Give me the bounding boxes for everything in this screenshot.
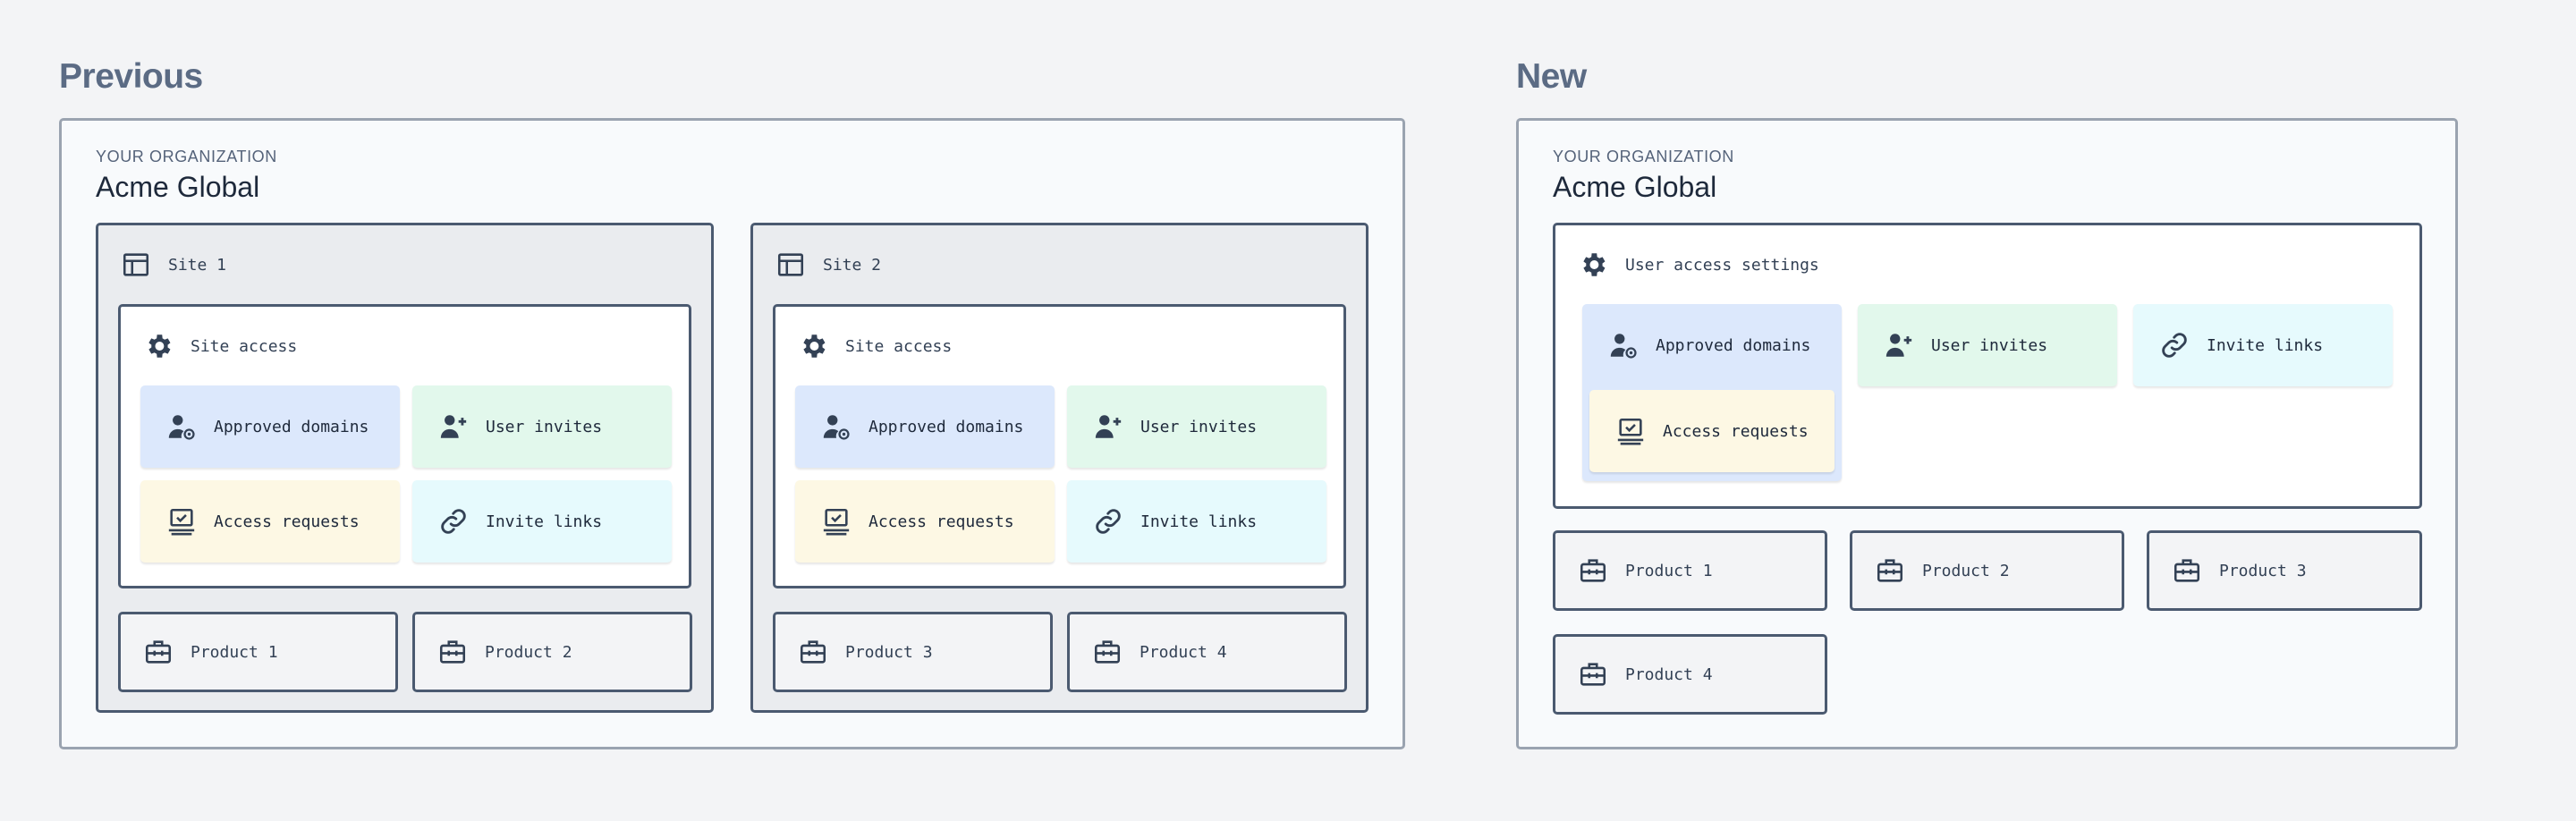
user-invites-tile: User invites <box>412 385 672 468</box>
tile-label: User invites <box>1140 417 1258 436</box>
org-kicker: YOUR ORGANIZATION <box>1553 148 1734 165</box>
access-requests-tile: Access requests <box>140 480 400 563</box>
site-access-header: Site access <box>142 330 297 362</box>
tile-label: Approved domains <box>214 417 369 436</box>
tile-label: User invites <box>1931 335 2048 355</box>
product-label: Product 4 <box>1140 642 1227 662</box>
site-access-box: Site access Approved domains User invite… <box>118 304 691 588</box>
site-2-box: Site 2 Site access Approved domains User… <box>750 223 1368 713</box>
gear-icon <box>1577 249 1609 281</box>
tile-label: Invite links <box>2207 335 2324 355</box>
site-label: Site 1 <box>168 255 227 275</box>
tile-label: Access requests <box>214 512 360 531</box>
site-label: Site 2 <box>823 255 882 275</box>
site-access-header: Site access <box>797 330 952 362</box>
product-box: Product 4 <box>1553 634 1827 715</box>
previous-org-panel: YOUR ORGANIZATION Acme Global Site 1 Sit… <box>59 118 1405 749</box>
site-access-box: Site access Approved domains User invite… <box>773 304 1346 588</box>
briefcase-icon <box>1577 658 1609 690</box>
user-access-settings-header: User access settings <box>1577 249 1819 281</box>
layout-icon <box>120 249 152 281</box>
approved-domains-tile: Approved domains <box>795 385 1055 468</box>
user-access-settings-box: User access settings Approved domains Ac… <box>1553 223 2422 509</box>
previous-heading: Previous <box>59 57 203 96</box>
org-kicker: YOUR ORGANIZATION <box>96 148 277 165</box>
user-plus-icon <box>437 410 470 443</box>
user-at-icon <box>165 410 198 443</box>
new-org-panel: YOUR ORGANIZATION Acme Global User acces… <box>1516 118 2458 749</box>
link-icon <box>437 505 470 537</box>
laptop-check-icon <box>820 505 852 537</box>
user-plus-icon <box>1092 410 1124 443</box>
briefcase-icon <box>1874 554 1906 587</box>
product-box: Product 1 <box>118 612 398 692</box>
laptop-check-icon <box>1614 415 1647 447</box>
product-box: Product 1 <box>1553 530 1827 611</box>
laptop-check-icon <box>165 505 198 537</box>
briefcase-icon <box>142 636 174 668</box>
briefcase-icon <box>436 636 469 668</box>
tile-label: Access requests <box>869 512 1014 531</box>
product-label: Product 1 <box>1625 561 1713 580</box>
product-box: Product 2 <box>1850 530 2124 611</box>
approved-domains-tile: Approved domains Access requests <box>1582 304 1842 481</box>
gear-icon <box>142 330 174 362</box>
layout-icon <box>775 249 807 281</box>
product-box: Product 2 <box>412 612 692 692</box>
invite-links-tile: Invite links <box>1067 480 1326 563</box>
site-1-box: Site 1 Site access Approved domains User… <box>96 223 714 713</box>
product-box: Product 3 <box>2147 530 2422 611</box>
org-name: Acme Global <box>1553 171 1717 203</box>
tile-label: Approved domains <box>1656 335 1811 355</box>
link-icon <box>1092 505 1124 537</box>
link-icon <box>2158 329 2190 361</box>
product-label: Product 3 <box>845 642 933 662</box>
product-label: Product 2 <box>1922 561 2010 580</box>
briefcase-icon <box>1577 554 1609 587</box>
product-label: Product 1 <box>191 642 278 662</box>
site-access-label: Site access <box>845 336 953 356</box>
briefcase-icon <box>2171 554 2203 587</box>
user-at-icon <box>1607 329 1640 361</box>
site-access-label: Site access <box>191 336 298 356</box>
tile-label: Invite links <box>486 512 603 531</box>
tile-label: Invite links <box>1140 512 1258 531</box>
user-plus-icon <box>1883 329 1915 361</box>
user-invites-tile: User invites <box>1067 385 1326 468</box>
org-name: Acme Global <box>96 171 260 203</box>
site-2-header: Site 2 <box>775 249 881 281</box>
access-requests-tile: Access requests <box>795 480 1055 563</box>
tile-label: Access requests <box>1663 421 1809 441</box>
product-box: Product 4 <box>1067 612 1347 692</box>
site-1-header: Site 1 <box>120 249 226 281</box>
invite-links-tile: Invite links <box>2133 304 2393 386</box>
product-label: Product 4 <box>1625 664 1713 684</box>
briefcase-icon <box>1091 636 1123 668</box>
tile-label: Approved domains <box>869 417 1024 436</box>
user-invites-tile: User invites <box>1858 304 2117 386</box>
product-label: Product 3 <box>2219 561 2307 580</box>
approved-domains-tile: Approved domains <box>140 385 400 468</box>
user-at-icon <box>820 410 852 443</box>
user-access-settings-label: User access settings <box>1625 255 1819 275</box>
product-box: Product 3 <box>773 612 1053 692</box>
gear-icon <box>797 330 829 362</box>
invite-links-tile: Invite links <box>412 480 672 563</box>
new-heading: New <box>1516 57 1587 96</box>
access-requests-tile: Access requests <box>1589 390 1835 472</box>
tile-label: User invites <box>486 417 603 436</box>
briefcase-icon <box>797 636 829 668</box>
product-label: Product 2 <box>485 642 572 662</box>
